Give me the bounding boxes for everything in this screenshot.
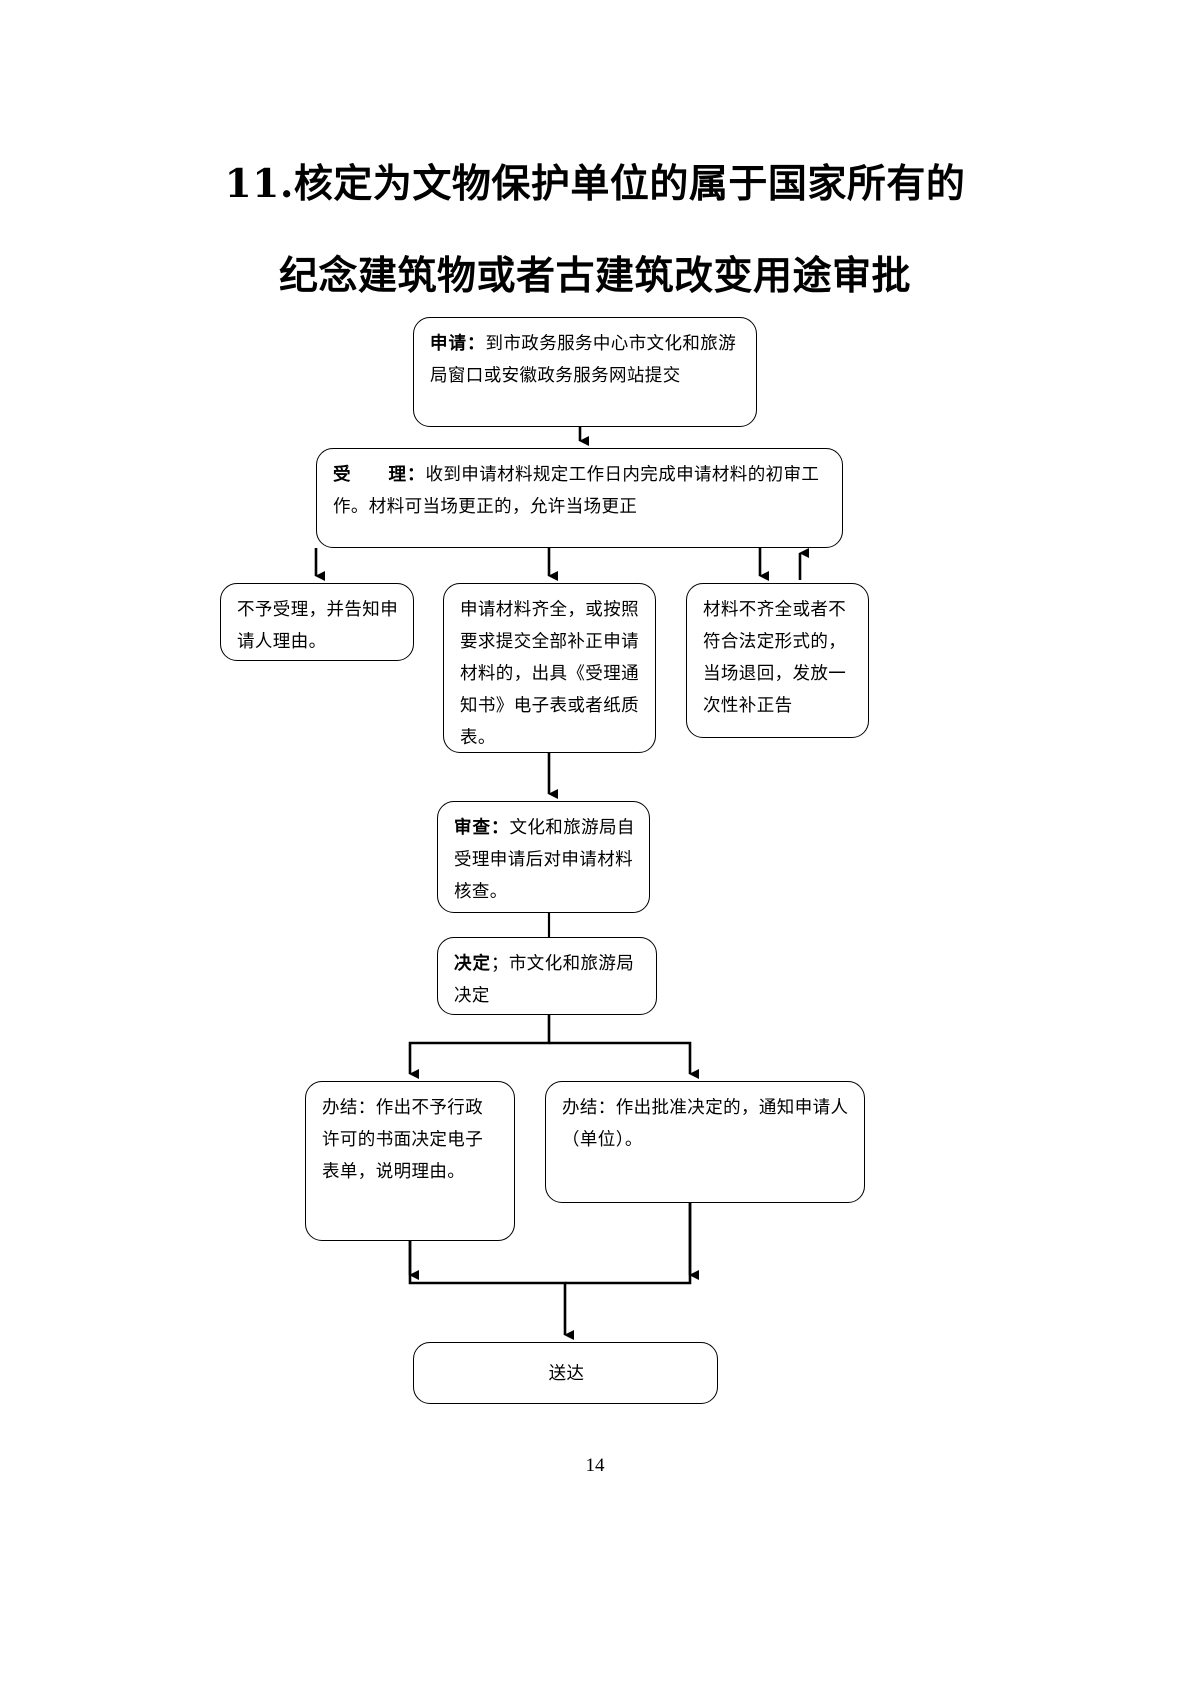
flow-node-reject-body: 不予受理，并告知申请人理由。 bbox=[237, 600, 399, 652]
flow-node-deny-body: 办结：作出不予行政许可的书面决定电子表单，说明理由。 bbox=[322, 1098, 484, 1182]
flow-node-review-body: 文化和旅游局自受理申请后对申请材料核查。 bbox=[454, 818, 635, 902]
flow-node-decide-body: ；市文化和旅游局决定 bbox=[454, 954, 635, 1006]
flow-node-accept-body: 收到申请材料规定工作日内完成申请材料的初审工作。材料可当场更正的，允许当场更正 bbox=[333, 465, 820, 517]
title-line-1: 11.核定为文物保护单位的属于国家所有的 bbox=[224, 161, 966, 207]
flow-node-apply: 申请：到市政务服务中心市文化和旅游局窗口或安徽政务服务网站提交 bbox=[413, 317, 757, 427]
flow-node-complete-body: 申请材料齐全，或按照要求提交全部补正申请材料的，出具《受理通知书》电子表或者纸质… bbox=[460, 600, 639, 748]
flow-node-incomplete-body: 材料不齐全或者不符合法定形式的，当场退回，发放一次性补正告 bbox=[703, 600, 847, 716]
flow-node-accept: 受 理：收到申请材料规定工作日内完成申请材料的初审工作。材料可当场更正的，允许当… bbox=[316, 448, 843, 548]
flow-node-approve: 办结：作出批准决定的，通知申请人（单位）。 bbox=[545, 1081, 865, 1203]
flow-node-decide: 决定；市文化和旅游局决定 bbox=[437, 937, 657, 1015]
flow-node-incomplete: 材料不齐全或者不符合法定形式的，当场退回，发放一次性补正告 bbox=[686, 583, 869, 738]
flow-node-review: 审查：文化和旅游局自受理申请后对申请材料核查。 bbox=[437, 801, 650, 913]
flow-node-delivery-body: 送达 bbox=[548, 1364, 585, 1384]
flow-node-accept-lead: 受 理： bbox=[333, 465, 426, 485]
title-line-2: 纪念建筑物或者古建筑改变用途审批 bbox=[278, 253, 911, 299]
flow-node-approve-body: 办结：作出批准决定的，通知申请人（单位）。 bbox=[562, 1098, 849, 1150]
flow-node-complete: 申请材料齐全，或按照要求提交全部补正申请材料的，出具《受理通知书》电子表或者纸质… bbox=[443, 583, 656, 753]
flow-node-decide-lead: 决定 bbox=[454, 954, 491, 974]
page-title: 11.核定为文物保护单位的属于国家所有的 纪念建筑物或者古建筑改变用途审批 bbox=[0, 138, 1190, 322]
flow-node-delivery: 送达 bbox=[413, 1342, 718, 1404]
page-number: 14 bbox=[585, 1455, 605, 1476]
flow-node-apply-body: 到市政务服务中心市文化和旅游局窗口或安徽政务服务网站提交 bbox=[430, 334, 737, 386]
flow-node-reject: 不予受理，并告知申请人理由。 bbox=[220, 583, 414, 661]
flow-node-apply-lead: 申请： bbox=[430, 334, 486, 354]
flow-node-deny: 办结：作出不予行政许可的书面决定电子表单，说明理由。 bbox=[305, 1081, 515, 1241]
flow-node-review-lead: 审查： bbox=[454, 818, 510, 838]
